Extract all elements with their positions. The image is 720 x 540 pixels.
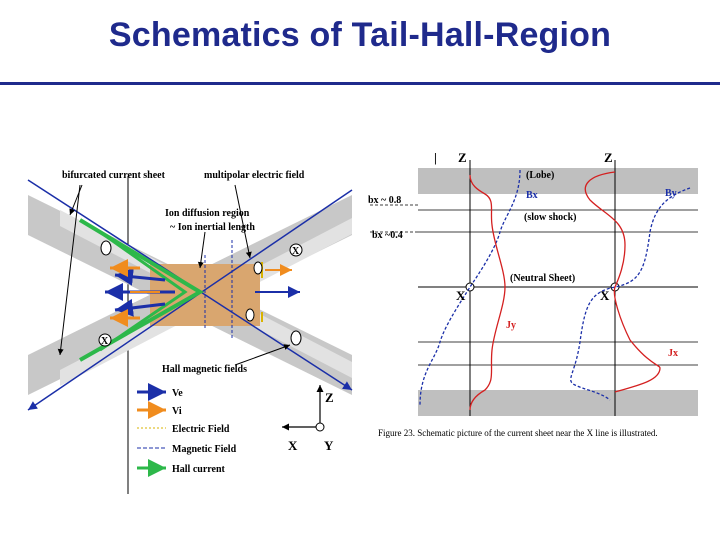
right-z-right: Z <box>604 150 613 165</box>
axis-z-label: Z <box>325 390 334 405</box>
label-neutral-sheet: (Neutral Sheet) <box>510 273 575 284</box>
slide-title: Schematics of Tail-Hall-Region <box>108 16 612 54</box>
legend-ve-label: Ve <box>172 388 183 399</box>
x-marker-2: X <box>101 336 109 347</box>
left-diagram: X X bifurcated current sheet multipolar … <box>27 170 353 494</box>
label-bx08: bx ~ 0.8 <box>368 195 401 206</box>
right-x-left: X <box>456 288 466 303</box>
hall-field-marker: X <box>289 243 303 257</box>
pointer-bifurcated-2 <box>69 184 83 216</box>
x-marker-1: X <box>292 246 300 257</box>
label-lobe: (Lobe) <box>526 170 554 181</box>
lobe-band-top <box>418 168 698 194</box>
hall-field-dot <box>100 240 302 346</box>
label-ion-diffusion: Ion diffusion region <box>165 208 250 219</box>
hall-current-path-inner <box>99 230 188 352</box>
axis-y-symbol <box>315 422 325 432</box>
pointer-multipolar <box>234 184 252 259</box>
jy-profile <box>469 174 506 411</box>
pointer-bifurcated-1 <box>57 184 81 356</box>
right-x-right: X <box>600 288 610 303</box>
jx-profile <box>584 171 661 393</box>
label-ion-inertial: ~ Ion inertial length <box>170 222 255 233</box>
figure-caption: Figure 23. Schematic picture of the curr… <box>378 428 658 438</box>
by-profile <box>570 187 691 401</box>
separatrix-line-2 <box>27 189 353 411</box>
label-bifurcated: bifurcated current sheet <box>62 170 166 181</box>
label-jx: Jx <box>668 348 678 359</box>
origin-left <box>465 282 475 292</box>
title-underline <box>0 82 720 85</box>
legend-efield-label: Electric Field <box>172 424 230 435</box>
left-legend: Ve Vi Electric Field Magnetic Field Hall… <box>137 383 237 477</box>
bx-profile <box>419 169 521 406</box>
label-jy: Jy <box>506 320 516 331</box>
right-z-left: Z <box>458 150 467 165</box>
legend-bfield-label: Magnetic Field <box>172 444 237 455</box>
legend-vi-label: Vi <box>172 406 182 417</box>
label-by: By <box>665 188 677 199</box>
label-multipolar: multipolar electric field <box>204 170 305 181</box>
right-tick-mark: | <box>434 150 437 165</box>
hall-field-marker: X <box>98 333 112 347</box>
label-bx04: bx ~0.4 <box>372 230 403 241</box>
pointer-hall <box>234 344 291 366</box>
right-diagram: | Z Z (Lobe) Bx By bx ~ 0.8 (slow shock)… <box>368 150 698 438</box>
lobe-band-bottom <box>418 390 698 416</box>
legend-hall-label: Hall current <box>172 464 226 475</box>
pointer-diffusion <box>197 231 206 269</box>
axis-y-label: Y <box>324 438 334 453</box>
label-hall-magnetic: Hall magnetic fields <box>162 364 247 375</box>
coordinate-axes: Z X Y <box>282 385 334 453</box>
label-bx: Bx <box>526 190 538 201</box>
label-slow-shock: (slow shock) <box>524 212 577 223</box>
axis-x-label: X <box>288 438 298 453</box>
